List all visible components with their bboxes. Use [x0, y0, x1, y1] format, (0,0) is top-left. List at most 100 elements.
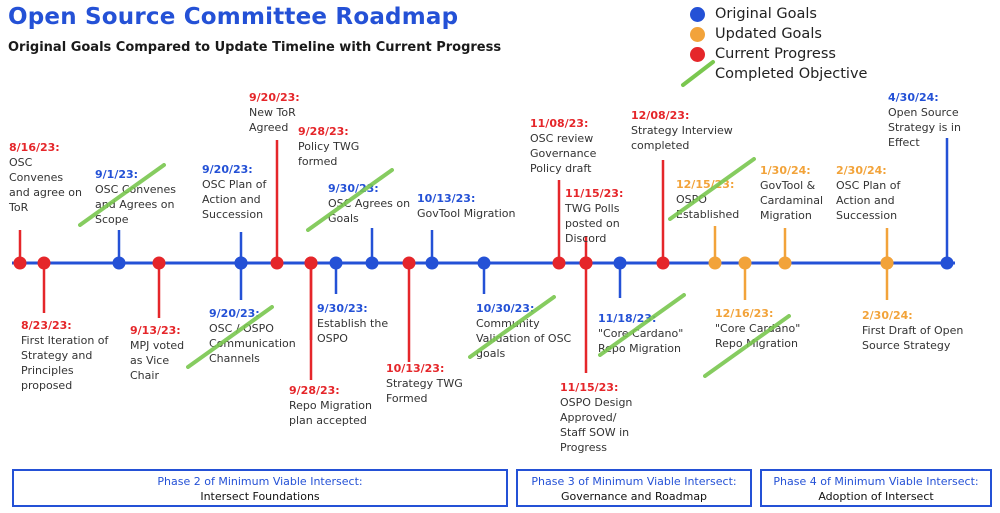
event-text-line: Discord	[565, 232, 607, 245]
event-date: 11/15/23:	[565, 187, 624, 200]
event-text-line: completed	[631, 139, 690, 152]
phase-2-title: Phase 2 of Minimum Viable Intersect:	[157, 475, 363, 488]
event-text-line: Repo Migration	[289, 399, 372, 412]
event-date: 9/13/23:	[130, 324, 181, 337]
event-marker	[112, 256, 126, 270]
event-text-line: Scope	[95, 213, 129, 226]
event-date: 11/08/23:	[530, 117, 589, 130]
event-date: 9/28/23:	[298, 125, 349, 138]
event-text-line: Policy TWG	[298, 140, 360, 153]
event-date: 11/18/23:	[598, 312, 657, 325]
event-text-line: OSPO	[676, 193, 707, 206]
event-label: 12/16/23:"Core Cardano"Repo Migration	[715, 306, 800, 351]
event-date: 2/30/24:	[862, 309, 913, 322]
event-text-line: Strategy and	[21, 349, 93, 362]
event-text-line: GovTool Migration	[417, 207, 516, 220]
legend-label: Original Goals	[715, 6, 817, 22]
event-text-line: Effect	[888, 136, 920, 149]
event-text-line: Migration	[760, 209, 812, 222]
legend-label: Completed Objective	[715, 66, 868, 82]
event-date: 10/30/23:	[476, 302, 535, 315]
legend-item-updated-goals: Updated Goals	[690, 24, 822, 44]
event-text-line: Source Strategy	[862, 339, 951, 352]
event-label: 11/15/23: TWG Polls posted on Discord	[565, 186, 623, 246]
legend-item-current-progress: Current Progress	[690, 44, 836, 64]
legend-item-original-goals: Original Goals	[690, 4, 817, 24]
phase-3-name: Governance and Roadmap	[560, 490, 708, 503]
event-label: 11/18/23:"Core Cardano"Repo Migration	[598, 311, 683, 356]
event-text-line: Communication	[209, 337, 296, 350]
legend-item-completed-objective: Completed Objective	[690, 64, 867, 84]
event-text-line: TWG Polls	[565, 202, 620, 215]
event-marker	[579, 256, 593, 270]
legend-red-dot-icon	[690, 46, 705, 62]
event-marker	[477, 256, 491, 270]
event-text-line: Agreed	[249, 121, 289, 134]
event-marker	[402, 256, 416, 270]
event-marker	[329, 256, 343, 270]
event-label: 8/16/23: OSC Convenes and agree on ToR	[9, 140, 82, 215]
event-text-line: Channels	[209, 352, 260, 365]
event-text-line: Succession	[202, 208, 264, 221]
event-text-line: proposed	[21, 379, 73, 392]
phase-2-name: Intersect Foundations	[200, 490, 320, 503]
event-text-line: ToR	[9, 201, 29, 214]
event-text-line: Cardaminal	[760, 194, 824, 207]
event-text-line: Strategy is in	[888, 121, 961, 134]
event-text-line: OSC Convenes	[95, 183, 176, 196]
event-marker	[270, 256, 284, 270]
event-text-line: Formed	[386, 392, 428, 405]
event-date: 1/30/24:	[760, 164, 811, 177]
event-text-line: Repo Migration	[715, 337, 798, 350]
event-date: 10/13/23:	[386, 362, 445, 375]
event-text-line: OSC	[9, 156, 33, 169]
event-label: 10/13/23: GovTool Migration	[417, 191, 516, 221]
event-text-line: Policy draft	[530, 162, 592, 175]
phase-3-box: Phase 3 of Minimum Viable Intersect: Gov…	[516, 469, 752, 507]
event-marker	[708, 256, 722, 270]
event-date: 11/15/23:	[560, 381, 619, 394]
event-marker	[613, 256, 627, 270]
event-text-line: Convenes	[9, 171, 64, 184]
phase-4-box: Phase 4 of Minimum Viable Intersect: Ado…	[760, 469, 992, 507]
event-date: 12/15/23:	[676, 178, 735, 191]
event-text-line: as Vice	[130, 354, 170, 367]
event-text-line: OSC review	[530, 132, 594, 145]
event-text-line: posted on	[565, 217, 620, 230]
event-text-line: Action and	[202, 193, 261, 206]
event-text-line: and Agrees on	[95, 198, 175, 211]
event-text-line: OSPO	[317, 332, 348, 345]
event-text-line: OSPO Design	[560, 396, 633, 409]
event-date: 12/16/23:	[715, 307, 774, 320]
event-date: 9/20/23:	[202, 163, 253, 176]
event-text-line: First Iteration of	[21, 334, 109, 347]
event-text-line: Progress	[560, 441, 607, 454]
event-text-line: Approved/	[560, 411, 617, 424]
event-date: 8/16/23:	[9, 141, 60, 154]
event-text-line: Principles	[21, 364, 74, 377]
event-text-line: Action and	[836, 194, 895, 207]
event-marker	[656, 256, 670, 270]
legend-label: Current Progress	[715, 46, 836, 62]
event-text-line: Open Source	[888, 106, 959, 119]
event-text-line: Validation of OSC	[476, 332, 572, 345]
event-date: 10/13/23:	[417, 192, 476, 205]
event-date: 4/30/24:	[888, 91, 939, 104]
event-text-line: and agree on	[9, 186, 82, 199]
event-marker	[425, 256, 439, 270]
legend-blue-dot-icon	[690, 6, 705, 22]
event-marker	[778, 256, 792, 270]
event-text-line: Chair	[130, 369, 159, 382]
event-marker	[552, 256, 566, 270]
